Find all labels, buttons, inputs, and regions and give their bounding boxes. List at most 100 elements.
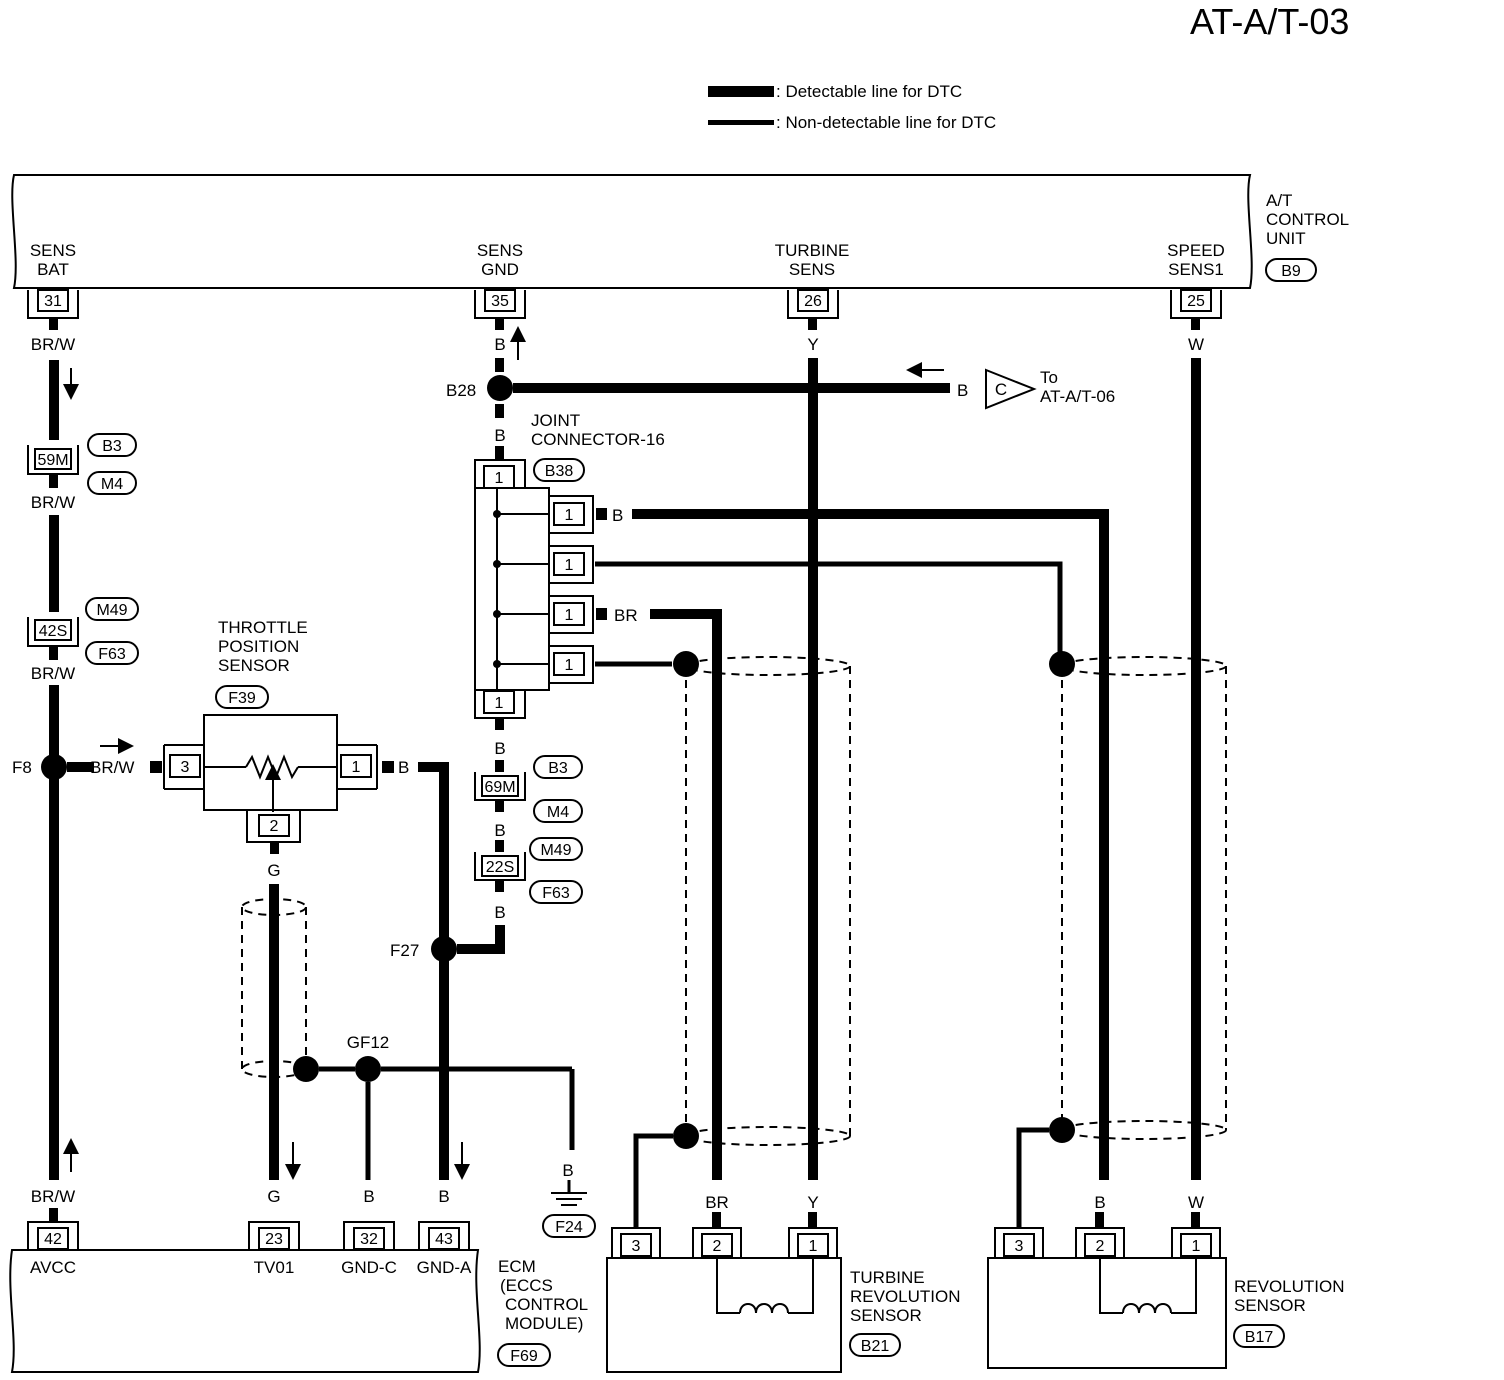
tcm-name-1: A/T: [1266, 191, 1292, 210]
tps-pin-3: 3: [181, 759, 190, 776]
offpage-to-2: AT-A/T-06: [1040, 387, 1115, 406]
ref-m4-b-text: M4: [547, 804, 569, 821]
junction-shield-rev-top: [1049, 651, 1075, 677]
connector-42s: 42S: [27, 617, 79, 647]
junction-shield-turbine-bot: [673, 1123, 699, 1149]
ecm-name-4: MODULE): [505, 1314, 583, 1333]
wire-label-w-sensor: W: [1188, 1193, 1204, 1212]
svg-text:32: 32: [360, 1231, 378, 1248]
svg-text:1: 1: [495, 695, 504, 712]
tcm-pin-25: 25: [1170, 289, 1222, 319]
wire-label-g-1: G: [267, 861, 280, 880]
ref-m49-a: [85, 597, 139, 621]
wire-label-b-69m: B: [494, 821, 505, 840]
svg-text:26: 26: [804, 293, 822, 310]
ref-f63-b-text: F63: [542, 885, 570, 902]
shield-turbine: [685, 656, 851, 1146]
wire-b-f27: [457, 925, 505, 954]
junction-b28-label: B28: [446, 381, 476, 400]
ecm-box: ECM (ECCS CONTROL MODULE) F69 AVCC TV01 …: [9, 1249, 588, 1373]
revolution-sensor: 3 2 1 REVOLUTION SENSOR B17: [987, 1227, 1345, 1369]
ref-m49-a-text: M49: [96, 602, 127, 619]
ecm-term-avcc: AVCC: [30, 1258, 76, 1277]
ecm-pin-23: 23: [248, 1221, 300, 1250]
ecm-pin-43: 43: [418, 1221, 470, 1250]
wire-label-b-jcbot: B: [494, 739, 505, 758]
wire-label-w-1: W: [1188, 335, 1204, 354]
shield-revolution: [1061, 656, 1227, 1140]
wire-label-br-jc: BR: [614, 606, 638, 625]
rev-ref: B17: [1245, 1329, 1274, 1346]
turbine-name-2: REVOLUTION: [850, 1287, 961, 1306]
tcm-pin-26: 26: [787, 289, 839, 319]
tcm-pin-31: 31: [27, 289, 79, 319]
wire-label-br-sensor: BR: [705, 1193, 729, 1212]
wire-br: [650, 609, 722, 1180]
svg-text:B: B: [562, 1161, 573, 1180]
svg-text:3: 3: [1015, 1238, 1024, 1255]
wire-b-tps-gnd: [418, 762, 449, 1180]
wire-label-y-sensor: Y: [807, 1193, 818, 1212]
tps-name-1: THROTTLE: [218, 618, 308, 637]
junction-gf12-label: GF12: [347, 1033, 390, 1052]
ecm-pin-42: 42: [27, 1221, 79, 1250]
tps-name-3: SENSOR: [218, 656, 290, 675]
ref-b3-b: [533, 755, 583, 779]
turbine-name-1: TURBINE: [850, 1268, 925, 1287]
turbine-name-3: SENSOR: [850, 1306, 922, 1325]
svg-text:1: 1: [809, 1238, 818, 1255]
wire-label-y-1: Y: [807, 335, 818, 354]
svg-text:1: 1: [495, 470, 504, 487]
connector-59m: 59M: [27, 445, 79, 475]
tcm-label-turbine-2: SENS: [789, 260, 835, 279]
legend-thick-line: [708, 86, 774, 97]
svg-text:43: 43: [435, 1231, 453, 1248]
svg-text:2: 2: [1096, 1238, 1105, 1255]
svg-text:25: 25: [1187, 293, 1205, 310]
jc-name-2: CONNECTOR-16: [531, 430, 665, 449]
wire-label-brw-f8: BR/W: [90, 758, 134, 777]
svg-text:42: 42: [44, 1231, 62, 1248]
tps-pin-2: 2: [270, 818, 279, 835]
legend-non-detectable: : Non-detectable line for DTC: [776, 113, 996, 132]
svg-text:35: 35: [491, 293, 509, 310]
ecm-term-tv01: TV01: [254, 1258, 295, 1277]
tcm-box: A/T CONTROL UNIT B9 SENS BAT SENS GND TU…: [11, 174, 1349, 289]
svg-text:2: 2: [713, 1238, 722, 1255]
wire-b-revsensor: [632, 509, 1109, 1180]
wire-shield-rev: [595, 561, 1063, 652]
wire-label-b-gndc: B: [363, 1187, 374, 1206]
svg-text:23: 23: [265, 1231, 283, 1248]
wire-label-brw-ecm: BR/W: [31, 1187, 75, 1206]
jc-name-1: JOINT: [531, 411, 580, 430]
wire-label-b-gnda: B: [438, 1187, 449, 1206]
ref-b3-b-text: B3: [548, 760, 568, 777]
ref-m4-a: [87, 471, 137, 495]
tcm-label-speed-2: SENS1: [1168, 260, 1224, 279]
wire-label-brw-1: BR/W: [31, 335, 75, 354]
ref-m4-a-text: M4: [101, 476, 123, 493]
ecm-term-gndc: GND-C: [341, 1258, 397, 1277]
junction-shield-g: [293, 1056, 319, 1082]
ecm-pin-32: 32: [343, 1221, 395, 1250]
tcm-name-2: CONTROL: [1266, 210, 1349, 229]
wire-label-b-jc1: B: [612, 506, 623, 525]
wire-label-b-b38: B: [494, 426, 505, 445]
rev-name-2: SENSOR: [1234, 1296, 1306, 1315]
connector-69m: 69M: [474, 772, 526, 801]
turbine-revolution-sensor: 3 2 1 TURBINE REVOLUTION SENSOR B21: [606, 1227, 961, 1373]
ref-f63-a-text: F63: [98, 646, 126, 663]
ref-f63-b: [529, 880, 583, 904]
ecm-ref: F69: [510, 1348, 538, 1365]
svg-text:1: 1: [565, 657, 574, 674]
svg-text:59M: 59M: [37, 452, 68, 469]
wire-label-b-revsensor: B: [1094, 1193, 1105, 1212]
svg-text:42S: 42S: [39, 623, 67, 640]
junction-f8-label: F8: [12, 758, 32, 777]
svg-text:22S: 22S: [486, 859, 514, 876]
junction-shield-turbine-top: [673, 651, 699, 677]
rev-name-1: REVOLUTION: [1234, 1277, 1345, 1296]
ecm-name-3: CONTROL: [505, 1295, 588, 1314]
svg-text:1: 1: [565, 557, 574, 574]
